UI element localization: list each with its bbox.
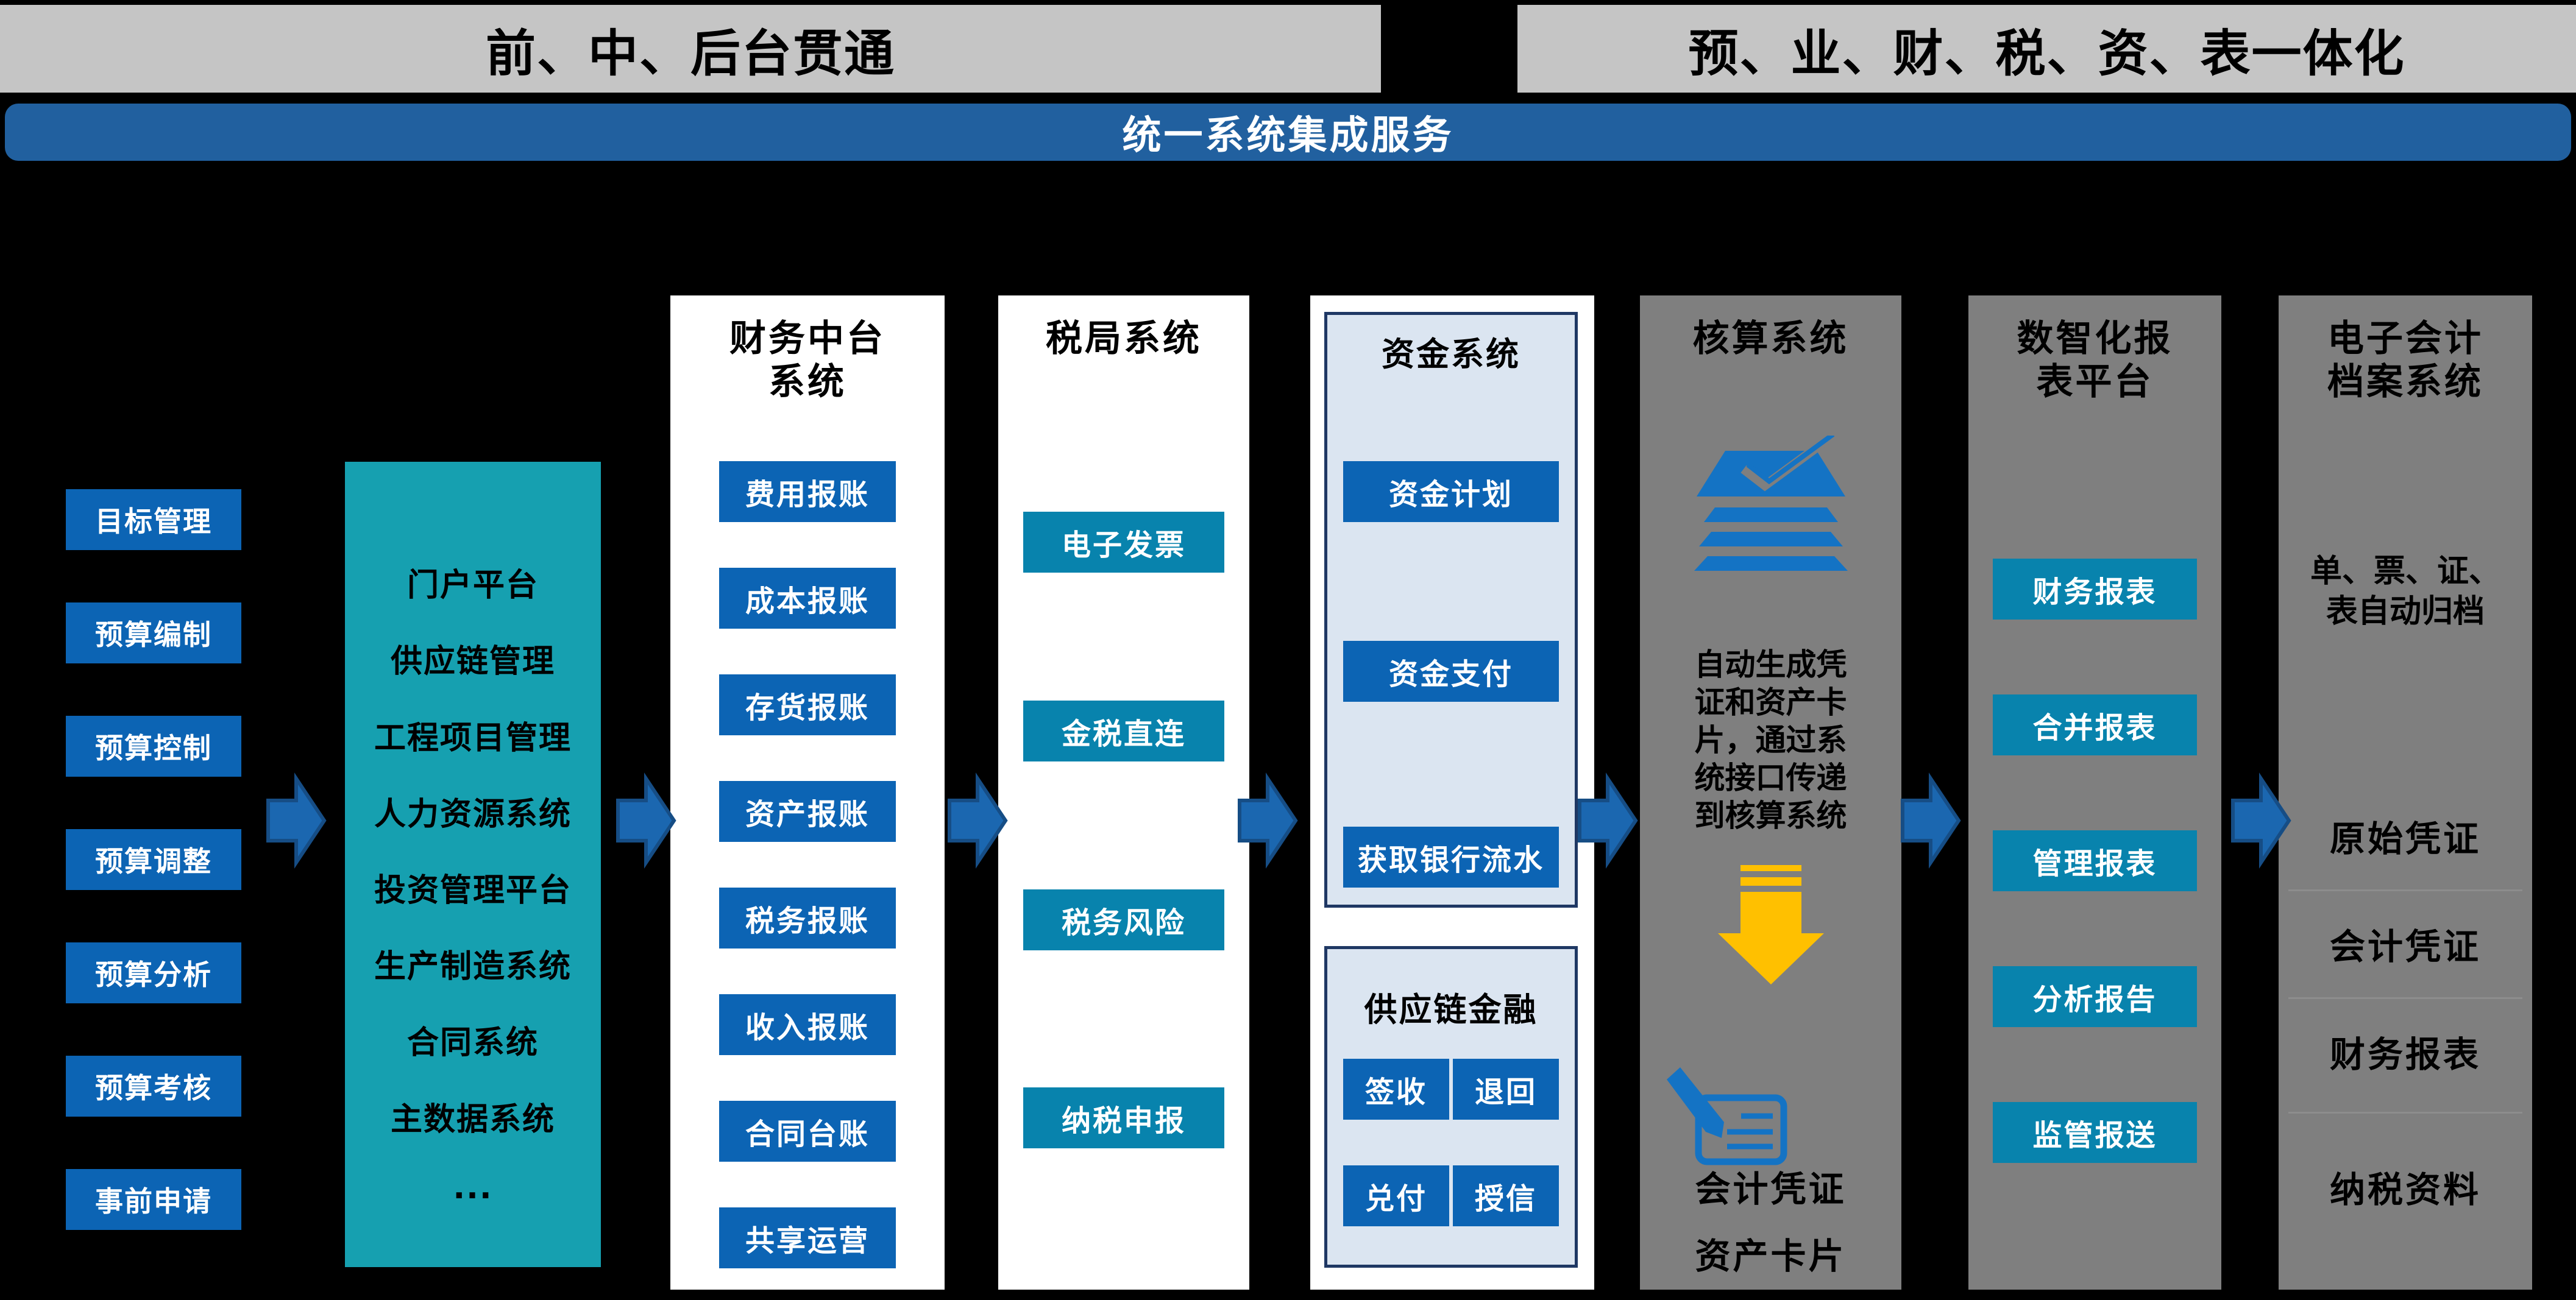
financial-report-item: 财务报表	[2329, 1034, 2481, 1075]
supply-chain-mgmt: 供应链管理	[390, 643, 555, 680]
management-report-button: 管理报表	[1993, 830, 2197, 891]
scf-credit-button: 授信	[1453, 1165, 1559, 1226]
treasury-column: 资金系统 资金计划 资金支付 获取银行流水 供应链金融 签收 退回 兑付 授信	[1310, 295, 1594, 1290]
accounting-description: 自动生成凭 证和资产卡 片，通过系 统接口传递 到核算系统	[1694, 647, 1847, 833]
flow-arrow-icon	[2231, 772, 2291, 869]
funds-plan-button: 资金计划	[1343, 461, 1559, 522]
bank-statement-button: 获取银行流水	[1343, 827, 1559, 888]
banner-integration: 预、业、财、税、资、表一体化	[1517, 5, 2576, 93]
contract-system: 合同系统	[406, 1025, 539, 1062]
accounting-voucher-item: 会计凭证	[2329, 926, 2481, 967]
asset-card-output-label: 资产卡片	[1695, 1235, 1847, 1277]
original-voucher-item: 原始凭证	[2329, 818, 2481, 860]
shared-operations-button: 共享运营	[719, 1207, 896, 1268]
cost-reporting-button: 成本报账	[719, 568, 896, 629]
flow-arrow-icon	[948, 772, 1008, 869]
source-systems-box: 门户平台 供应链管理 工程项目管理 人力资源系统 投资管理平台 生产制造系统 合…	[345, 462, 601, 1267]
archive-column: 电子会计 档案系统 单、票、证、 表自动归档 原始凭证 会计凭证 财务报表 纳税…	[2279, 295, 2532, 1290]
archive-title: 电子会计 档案系统	[2327, 317, 2483, 403]
budget-item-pre-apply: 事前申请	[66, 1169, 241, 1230]
funds-system-title: 资金系统	[1382, 335, 1520, 373]
golden-tax-link-button: 金税直连	[1023, 701, 1224, 761]
funds-system-panel: 资金系统 资金计划 资金支付 获取银行流水	[1324, 312, 1578, 908]
regulatory-filing-button: 监管报送	[1993, 1102, 2197, 1163]
tax-bureau-column: 税局系统 电子发票 金税直连 税务风险 纳税申报	[998, 295, 1249, 1290]
budget-item-goal-mgmt: 目标管理	[66, 489, 241, 550]
investment-platform: 投资管理平台	[374, 872, 572, 909]
portal-platform: 门户平台	[406, 567, 539, 604]
scf-title: 供应链金融	[1364, 991, 1538, 1029]
scf-return-button: 退回	[1453, 1059, 1559, 1120]
tax-reporting-button: 税务报账	[719, 888, 896, 949]
flow-arrow-icon	[1901, 772, 1961, 869]
flow-arrow-icon	[1578, 772, 1638, 869]
financial-report-button: 财务报表	[1993, 559, 2197, 620]
scf-panel: 供应链金融 签收 退回 兑付 授信	[1324, 946, 1578, 1268]
finance-middle-title: 财务中台 系统	[729, 317, 885, 403]
scf-redeem-button: 兑付	[1343, 1165, 1449, 1226]
report-column: 数智化报 表平台 财务报表 合并报表 管理报表 分析报告 监管报送	[1968, 295, 2221, 1290]
scf-sign-button: 签收	[1343, 1059, 1449, 1120]
budget-item-assessment: 预算考核	[66, 1056, 241, 1117]
auto-archive-note: 单、票、证、 表自动归档	[2310, 553, 2500, 630]
consolidated-report-button: 合并报表	[1993, 694, 2197, 755]
tax-filing-button: 纳税申报	[1023, 1087, 1224, 1148]
archive-divider	[2288, 997, 2522, 999]
flow-arrow-icon	[1238, 772, 1298, 869]
tax-risk-button: 税务风险	[1023, 889, 1224, 950]
ellipsis-more: ...	[453, 1169, 493, 1206]
unified-integration-bar: 统一系统集成服务	[5, 104, 2571, 161]
contract-ledger-button: 合同台账	[719, 1101, 896, 1162]
archive-divider	[2288, 889, 2522, 891]
voucher-output-label: 会计凭证	[1695, 1168, 1847, 1210]
flow-arrow-icon	[266, 772, 327, 869]
budget-item-analysis: 预算分析	[66, 942, 241, 1003]
budget-item-adjust: 预算调整	[66, 829, 241, 890]
asset-reporting-button: 资产报账	[719, 781, 896, 842]
report-title: 数智化报 表平台	[2017, 317, 2173, 403]
inventory-reporting-button: 存货报账	[719, 674, 896, 735]
analysis-report-button: 分析报告	[1993, 966, 2197, 1027]
expense-reporting-button: 费用报账	[719, 461, 896, 522]
finance-middle-column: 财务中台 系统 费用报账 成本报账 存货报账 资产报账 税务报账 收入报账 合同…	[670, 295, 945, 1290]
revenue-reporting-button: 收入报账	[719, 994, 896, 1055]
master-data-system: 主数据系统	[390, 1101, 555, 1138]
tax-bureau-title: 税局系统	[1046, 317, 1202, 360]
banner-front-mid-back: 前、中、后台贯通	[0, 5, 1381, 93]
accounting-column: 核算系统 自动生成凭 证和资产卡 片，通过系 统接口传递 到核算系统 会计凭证 …	[1640, 295, 1901, 1290]
accounting-title: 核算系统	[1692, 317, 1849, 360]
budget-item-budgeting: 预算编制	[66, 602, 241, 663]
pen-document-icon	[1667, 1067, 1787, 1165]
down-arrow-icon	[1718, 865, 1824, 984]
budget-item-control: 预算控制	[66, 716, 241, 777]
funds-payment-button: 资金支付	[1343, 641, 1559, 702]
flow-arrow-icon	[616, 772, 676, 869]
manufacturing-system: 生产制造系统	[374, 949, 572, 986]
project-mgmt: 工程项目管理	[374, 719, 572, 757]
layers-check-icon	[1694, 436, 1848, 571]
tax-material-item: 纳税资料	[2329, 1169, 2481, 1210]
e-invoice-button: 电子发票	[1023, 512, 1224, 573]
hr-system: 人力资源系统	[374, 796, 572, 833]
archive-divider	[2288, 1112, 2522, 1114]
